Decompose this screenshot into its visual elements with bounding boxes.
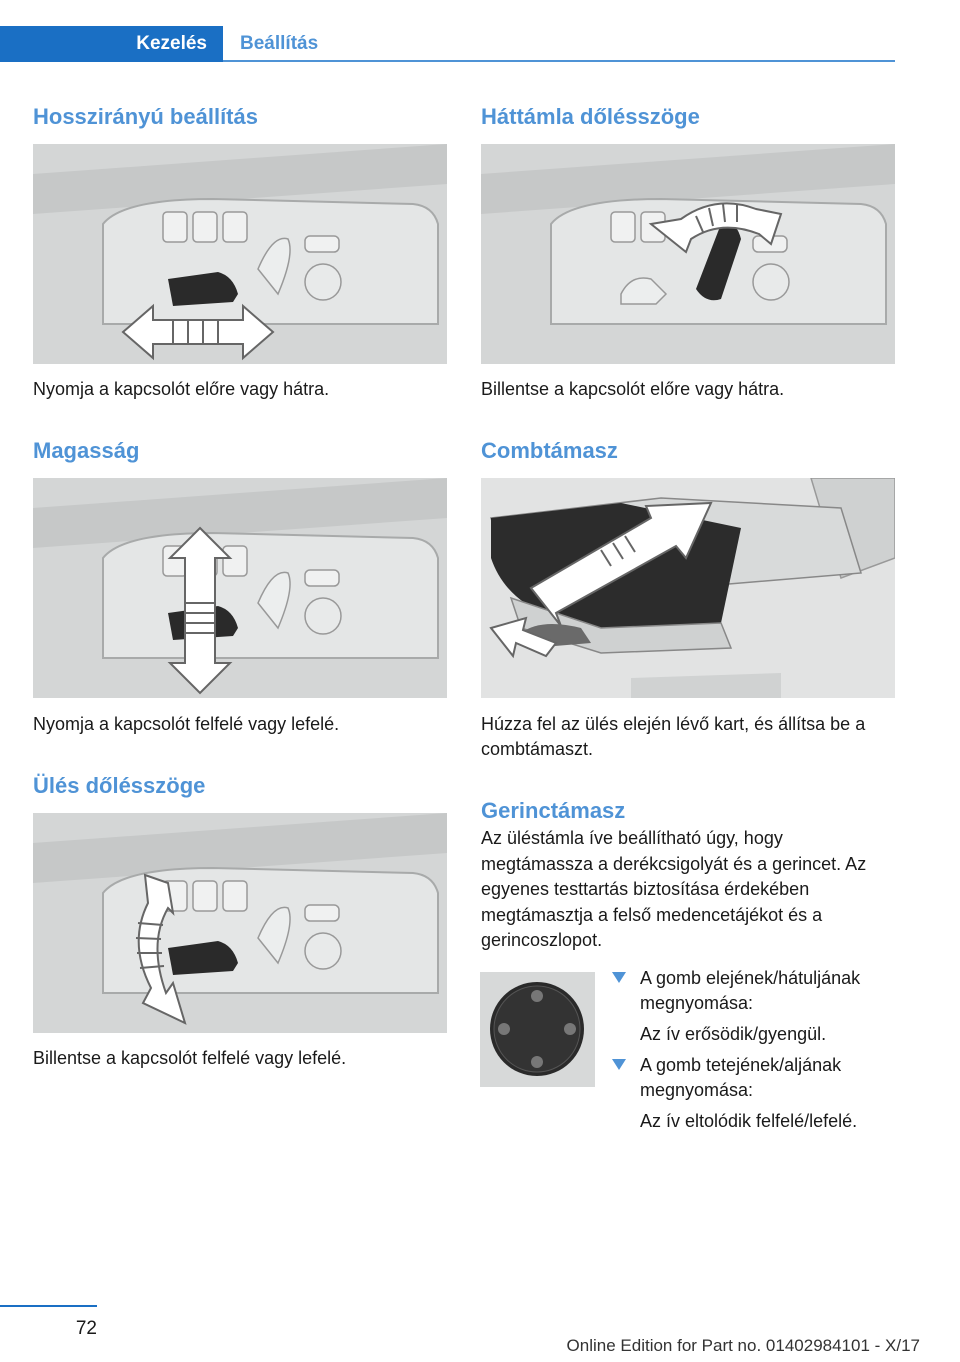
figure-thigh-support <box>481 478 895 698</box>
heading-lumbar: Gerinctámasz <box>481 798 626 823</box>
figure-longitudinal-adjustment <box>33 144 447 364</box>
heading-backrest: Háttámla dőlésszöge <box>481 104 700 129</box>
lumbar-knob-figure <box>480 972 595 1087</box>
tab-beallitas[interactable]: Beállítás <box>240 33 319 54</box>
page-number: 72 <box>75 1318 97 1339</box>
caption-backrest: Billentse a kapcsolót előre vagy hátra. <box>481 379 785 399</box>
list-item-result: Az ív erősödik/gyengül. <box>640 1024 827 1044</box>
lumbar-knob-image <box>480 972 595 1087</box>
list-item-result: Az ív eltolódik felfelé/lefelé. <box>640 1111 858 1131</box>
lumbar-description: Az üléstámla íve beállítható úgy, hogy m… <box>481 828 867 950</box>
list-item-text: A gomb elejének/hátuljának megnyomása: <box>640 968 861 1013</box>
thigh-support-image <box>481 478 895 698</box>
caption-height: Nyomja a kapcsolót felfelé vagy lefelé. <box>33 714 340 734</box>
figure-seat-angle <box>33 813 447 1033</box>
heading-thigh-support: Combtámasz <box>481 438 618 463</box>
triangle-bullet-icon <box>612 972 626 983</box>
lumbar-instructions-list: A gomb elejének/hátuljának megnyomása: A… <box>610 966 900 1134</box>
list-item: A gomb tetejének/aljának megnyomása: Az … <box>610 1053 900 1134</box>
footer-rule <box>0 1305 97 1307</box>
figure-backrest-angle <box>481 144 895 364</box>
header-rule <box>223 60 895 62</box>
seat-switch-height-image <box>33 478 447 698</box>
caption-seat-angle: Billentse a kapcsolót felfelé vagy lefel… <box>33 1048 347 1068</box>
figure-height-adjustment <box>33 478 447 698</box>
caption-longitudinal: Nyomja a kapcsolót előre vagy hátra. <box>33 379 330 399</box>
list-item-text: A gomb tetejének/aljának megnyomása: <box>640 1055 842 1100</box>
seat-switch-longitudinal-image <box>33 144 447 364</box>
seat-switch-backrest-image <box>481 144 895 364</box>
list-item: A gomb elejének/hátuljának megnyomása: A… <box>610 966 900 1047</box>
heading-height: Magasság <box>33 438 140 463</box>
triangle-bullet-icon <box>612 1059 626 1070</box>
seat-switch-angle-image <box>33 813 447 1033</box>
header-tabs: Kezelés Beállítás <box>0 26 895 62</box>
heading-seat-angle: Ülés dőlésszöge <box>33 773 206 798</box>
caption-thigh-support: Húzza fel az ülés elején lévő kart, és á… <box>481 714 866 759</box>
tab-kezeles[interactable]: Kezelés <box>0 26 223 62</box>
heading-longitudinal: Hosszirányú beállítás <box>33 104 258 129</box>
edition-footer: Online Edition for Part no. 01402984101 … <box>566 1336 920 1355</box>
